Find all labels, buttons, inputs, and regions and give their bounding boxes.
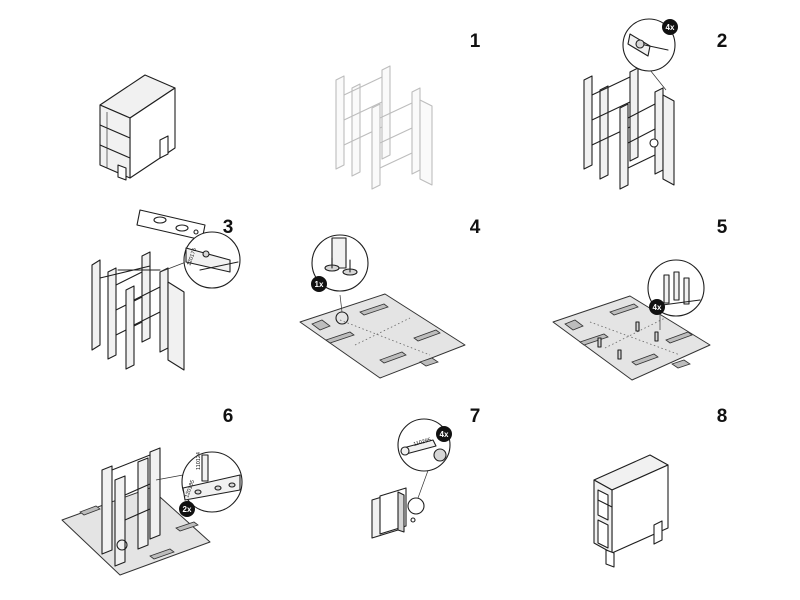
step-5-detail-callout: 4x bbox=[647, 259, 705, 330]
step-2-illustration bbox=[583, 67, 675, 190]
step-5-badge bbox=[649, 299, 665, 315]
step-1-number: 1 bbox=[470, 31, 481, 52]
step-5-number: 5 bbox=[717, 217, 728, 238]
step-3-detail-callout: 120176 bbox=[159, 231, 241, 289]
step-3-illustration bbox=[91, 209, 206, 371]
step-6-part-code-pin: 110124 bbox=[196, 452, 202, 470]
step-8-number: 8 bbox=[717, 406, 728, 427]
step-6-illustration bbox=[61, 447, 211, 576]
step-1-illustration bbox=[335, 65, 433, 190]
step-2-number: 2 bbox=[717, 31, 728, 52]
step-4-illustration bbox=[299, 293, 466, 379]
step-7-number: 7 bbox=[470, 406, 481, 427]
step-7-detail-callout: 110295 4x bbox=[397, 418, 452, 499]
step-4-badge bbox=[311, 276, 327, 292]
step-2-detail-callout: 4x bbox=[622, 18, 678, 91]
step-3-number: 3 bbox=[223, 217, 234, 238]
overview-cabinet bbox=[99, 74, 176, 181]
step-7-illustration bbox=[371, 487, 425, 539]
step-7-badge-text: 4x bbox=[440, 430, 449, 439]
step-5-badge-text: 4x bbox=[653, 303, 662, 312]
step-4-detail-callout: 1x bbox=[311, 234, 369, 313]
step-6-part-code-board: 120185 bbox=[184, 479, 196, 498]
step-4-number: 4 bbox=[470, 217, 481, 238]
step-6-badge-text: 2x bbox=[183, 505, 192, 514]
step-6-badge bbox=[179, 501, 195, 517]
step-7-part-code: 110295 bbox=[413, 437, 432, 448]
step-3-part-code: 120176 bbox=[186, 247, 198, 266]
step-2-badge bbox=[662, 19, 678, 35]
step-8-cabinet bbox=[593, 454, 669, 568]
step-2-badge-text: 4x bbox=[666, 23, 675, 32]
step-5-illustration bbox=[552, 295, 711, 381]
step-7-badge bbox=[436, 426, 452, 442]
step-4-badge-text: 1x bbox=[315, 280, 324, 289]
step-6-number: 6 bbox=[223, 406, 234, 427]
step-6-detail-callout: 110124 120185 2x bbox=[155, 451, 243, 517]
